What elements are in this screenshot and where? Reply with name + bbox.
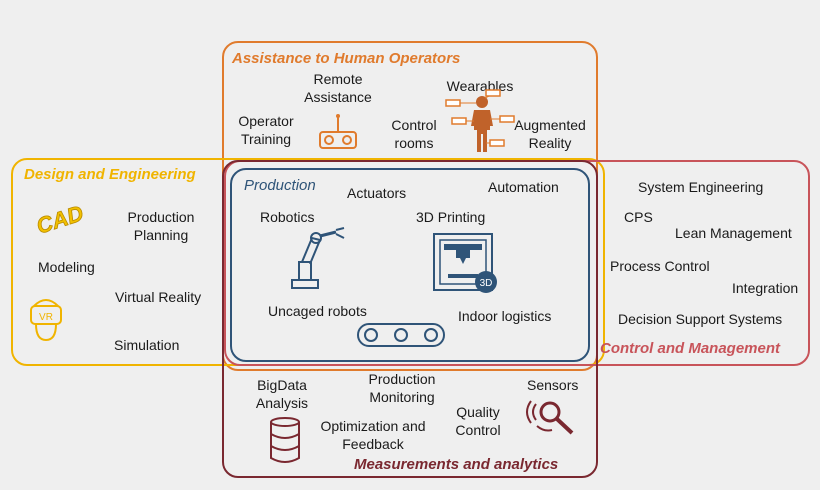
printer-badge: 3D (480, 278, 493, 289)
design-item: Production Planning (127, 209, 195, 243)
control-item: Decision Support Systems (618, 311, 783, 327)
design-title: Design and Engineering (24, 166, 196, 183)
conveyor-icon (356, 322, 446, 348)
measurements-region (222, 160, 598, 478)
database-icon (268, 416, 302, 464)
production-title: Production (244, 177, 316, 194)
production-item: Automation (488, 179, 559, 195)
cad-label: CAD (33, 200, 86, 239)
person-wearables-icon (444, 88, 520, 154)
production-item: Indoor logistics (458, 308, 552, 324)
control-item: Process Control (610, 258, 710, 274)
cad-icon: CAD (30, 200, 90, 240)
design-item: Simulation (114, 337, 180, 353)
production-item: Uncaged robots (268, 303, 367, 319)
control-item: CPS (624, 209, 653, 225)
remote-controller-icon (318, 112, 358, 150)
production-item: 3D Printing (416, 209, 486, 225)
measurements-item: Sensors (527, 377, 579, 393)
measurements-item: Optimization and Feedback (320, 418, 426, 452)
design-item: Virtual Reality (115, 289, 202, 305)
measurements-item: BigData Analysis (255, 377, 309, 411)
control-item: System Engineering (638, 179, 764, 195)
assistance-item: Remote Assistance (304, 71, 372, 105)
production-item: Actuators (347, 185, 407, 201)
measurements-title: Measurements and analytics (354, 456, 559, 473)
measurements-item: Production Monitoring (368, 371, 436, 405)
vr-headset-icon: VR (28, 296, 64, 344)
control-title: Control and Management (600, 340, 781, 357)
assistance-item: Augmented Reality (514, 117, 586, 151)
vr-label: VR (39, 312, 53, 323)
production-region (230, 168, 590, 362)
control-item: Integration (732, 280, 799, 296)
assistance-title: Assistance to Human Operators (232, 50, 461, 67)
assistance-item: Operator Training (238, 113, 294, 147)
3d-printer-icon: 3D (432, 232, 500, 296)
production-item: Robotics (260, 209, 315, 225)
sensor-magnifier-icon (524, 396, 580, 438)
robot-arm-icon (286, 226, 348, 290)
design-item: Modeling (38, 259, 95, 275)
control-item: Lean Management (675, 225, 792, 241)
measurements-item: Quality Control (455, 404, 501, 438)
assistance-item: Control rooms (391, 117, 437, 151)
